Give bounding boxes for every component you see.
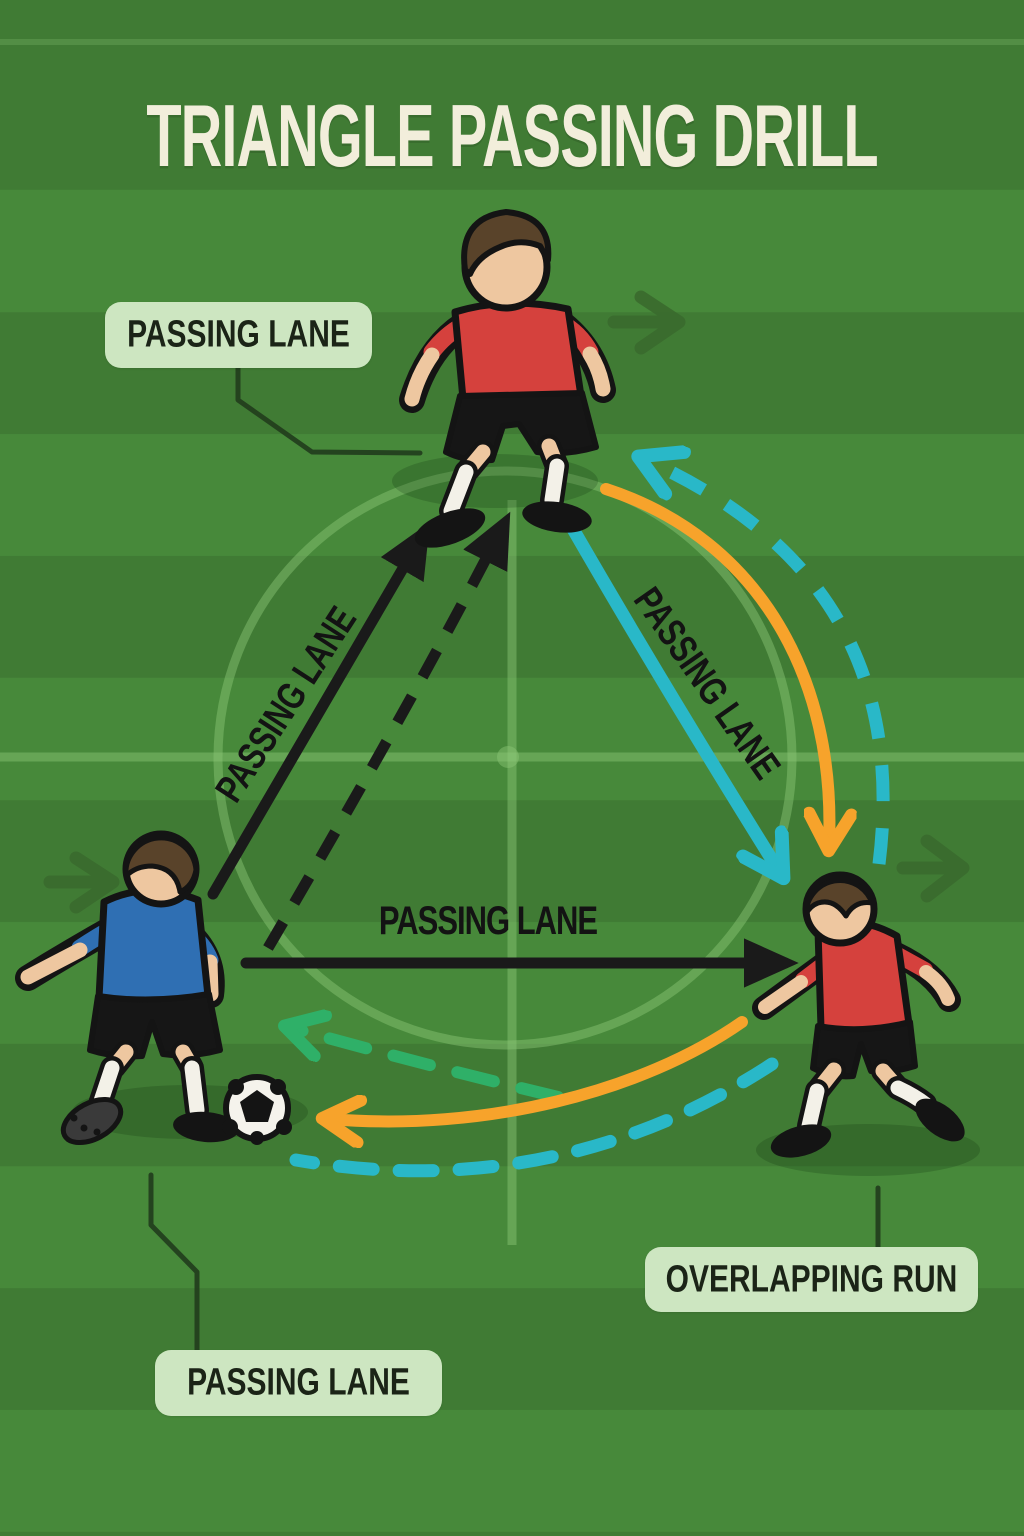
passing-lane-label-center: PASSING LANE (378, 897, 598, 944)
label-connectors (148, 365, 881, 1353)
bottom-left-label-connector (148, 1172, 200, 1353)
curved-run-orange-right-arrow (600, 483, 829, 843)
passing-lane-label-text: PASSING LANE (127, 313, 350, 356)
left-player (15, 830, 239, 1146)
direction-chevrons (43, 290, 970, 914)
direction-chevron-icon (896, 834, 970, 903)
passing-lane-label-bottom-left: PASSING LANE (155, 1350, 442, 1416)
curved-run-orange-bottom-arrow (330, 1016, 748, 1121)
direction-chevron-icon (607, 290, 686, 355)
soccer-ball (222, 1074, 292, 1145)
center-circle (213, 466, 797, 1050)
passing-lane-label-text: PASSING LANE (187, 1361, 410, 1404)
passing-lane-label-top-left: PASSING LANE (105, 302, 372, 368)
field-markings (0, 39, 1024, 1245)
overlapping-run-label: OVERLAPPING RUN (645, 1247, 978, 1312)
overlapping-run-label-text: OVERLAPPING RUN (665, 1257, 958, 1300)
alternative-pass-dashed-arrow (263, 511, 511, 951)
center-spot (497, 746, 519, 768)
top-left-label-connector (235, 365, 423, 456)
right-player (752, 871, 965, 1158)
direction-chevron-icon (43, 851, 120, 914)
top-player (399, 209, 616, 548)
overlap-run-teal-outer-dashed-arrow (646, 460, 890, 865)
support-run-green-dashed-arrow (292, 1028, 564, 1103)
passing-lane-left-diagonal-arrow (207, 522, 430, 900)
overlap-run-teal-bottom-dashed (289, 1057, 779, 1178)
page-title: TRIANGLE PASSING DRILL (146, 87, 878, 185)
passing-lane-right-diagonal-teal-arrow (566, 522, 779, 871)
